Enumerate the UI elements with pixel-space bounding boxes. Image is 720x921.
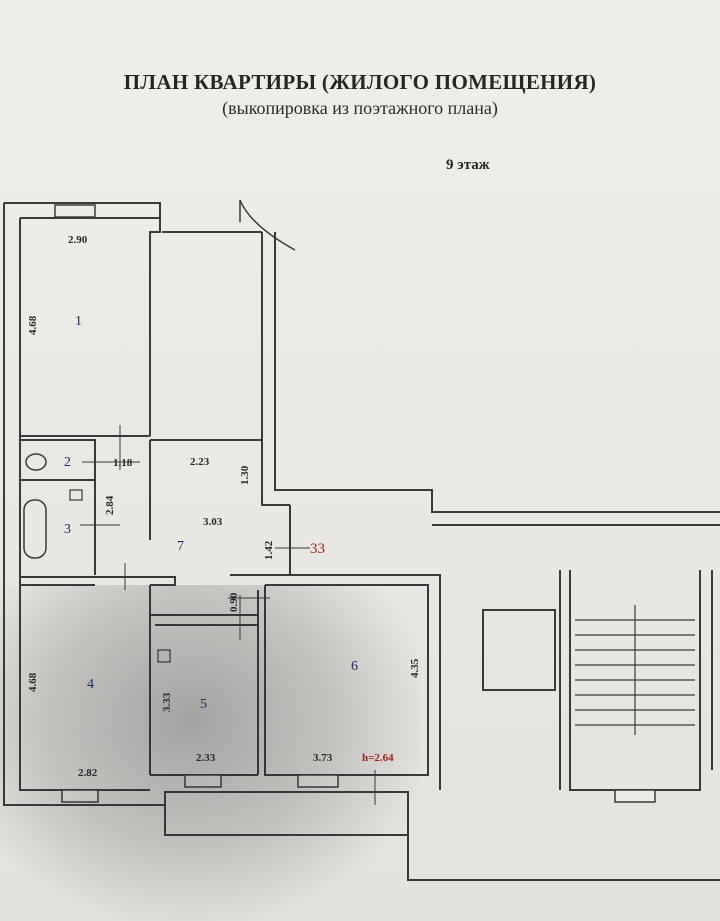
room-number-4: 4	[87, 677, 94, 692]
dim-room5-width: 2.33	[196, 752, 216, 764]
dim-room5-length: 3.33	[161, 692, 173, 712]
dim-corridor-a: 2.23	[190, 456, 210, 468]
dim-corridor-d: 0.90	[228, 592, 240, 612]
dim-room3-length: 2.84	[104, 495, 116, 515]
outer-wall	[3, 203, 720, 881]
ceiling-height: h=2.64	[362, 752, 394, 764]
sink-icon	[69, 489, 83, 501]
dim-room1-length: 4.68	[27, 315, 39, 335]
dim-corridor-b: 1.30	[239, 465, 251, 485]
wall-room4-top	[20, 576, 176, 586]
room-number-6: 6	[351, 659, 358, 674]
top-wall-inner	[149, 218, 161, 240]
wall-room6-outer	[230, 574, 441, 790]
window-room4	[61, 789, 99, 803]
window-room5	[184, 774, 222, 788]
top-wall	[4, 202, 161, 219]
dim-room4-width: 2.82	[78, 767, 98, 779]
wall-corridor-right	[261, 232, 290, 506]
room-number-7: 7	[177, 539, 184, 554]
floor-label: 9 этаж	[446, 157, 490, 173]
window-room6	[297, 774, 339, 788]
dim-room6-width: 3.73	[313, 752, 333, 764]
dim-corridor-c: 1.42	[263, 540, 275, 560]
room-number-1: 1	[75, 314, 82, 329]
plan-subtitle: (выкопировка из поэтажного плана)	[222, 98, 498, 118]
kitchen-fixture-icon	[157, 649, 171, 663]
outer-wall-inner	[19, 218, 150, 791]
window-stair	[614, 789, 656, 803]
wall-toilet	[20, 439, 96, 575]
dim-room4-length: 4.68	[27, 672, 39, 692]
dim-room1-width: 2.90	[68, 234, 88, 246]
dim-room6-length: 4.35	[409, 658, 421, 678]
plan-title: ПЛАН КВАРТИРЫ (ЖИЛОГО ПОМЕЩЕНИЯ)	[123, 70, 597, 94]
entrance-door-arc	[239, 199, 296, 251]
window-room1	[54, 204, 96, 218]
wall-corridor-top	[274, 232, 720, 513]
bathtub-icon	[23, 499, 47, 559]
room-number-3: 3	[64, 522, 71, 537]
dim-room2-width: 1.18	[113, 457, 133, 469]
dim-room7-width: 3.03	[203, 516, 223, 528]
balcony	[164, 792, 408, 836]
wall-room6-inner	[264, 584, 429, 776]
toilet-icon	[25, 453, 47, 471]
room-number-2: 2	[64, 455, 71, 470]
apartment-number: 33	[310, 541, 325, 557]
room-number-5: 5	[200, 697, 207, 712]
stair-box	[482, 609, 556, 691]
